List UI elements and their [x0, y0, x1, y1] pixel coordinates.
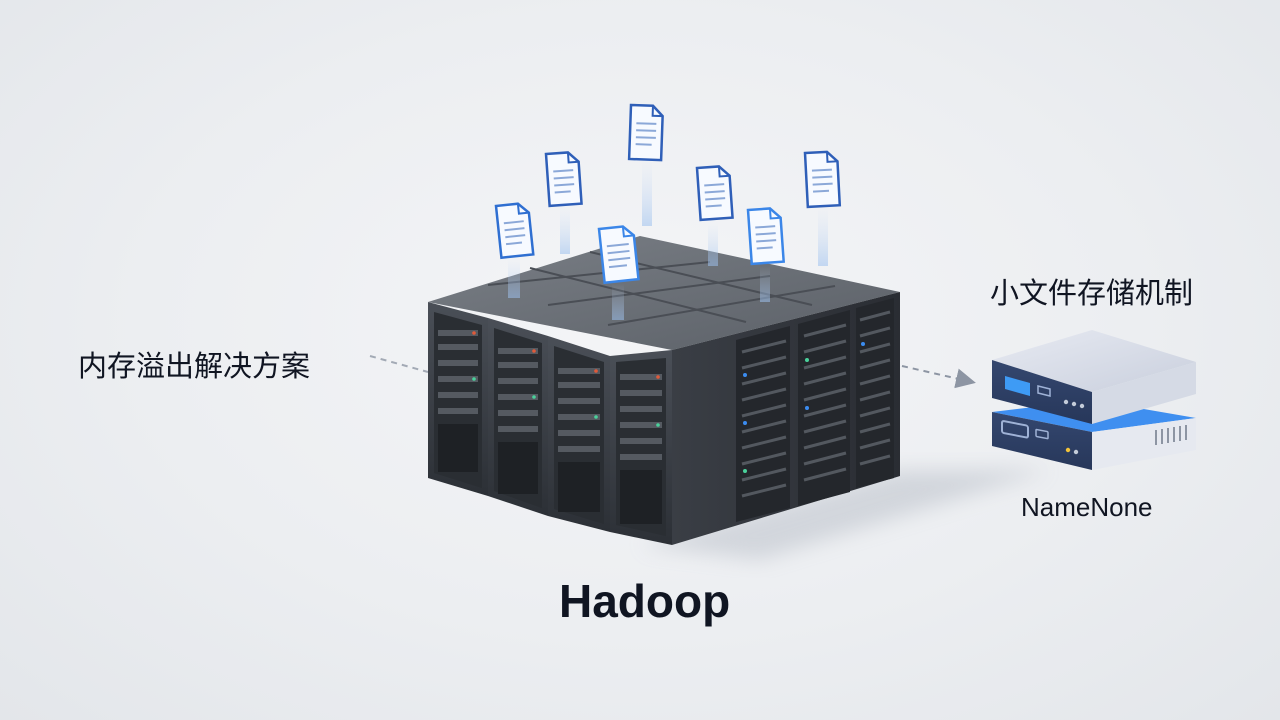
server-rack-icon: [428, 302, 488, 496]
document-icon: [597, 225, 640, 285]
cluster-top: [428, 236, 900, 350]
small-file-storage-label: 小文件存储机制: [990, 276, 1194, 310]
cluster-shadow: [640, 470, 1050, 560]
arrow-right-icon: [901, 365, 976, 389]
document-icon: [695, 165, 734, 222]
server-rack-icon: [610, 350, 672, 545]
side-panel-3: [856, 298, 894, 488]
document-icon: [803, 150, 842, 209]
document-icon: [544, 151, 583, 208]
side-panel-2: [798, 310, 850, 506]
document-icon: [494, 202, 535, 260]
document-icon: [627, 103, 664, 162]
upload-beams: [508, 160, 828, 320]
document-icon: [746, 207, 786, 266]
connector-left: [369, 355, 429, 373]
side-panel-1: [736, 326, 790, 522]
cluster-name-label: Hadoop: [559, 575, 731, 627]
server-rack-icon: [548, 336, 610, 532]
node-name-label: NameNone: [1021, 492, 1153, 522]
storage-node-icon: [992, 330, 1196, 470]
memory-overflow-solution-label: 内存溢出解决方案: [78, 349, 311, 383]
server-rack-cluster: [428, 236, 900, 545]
server-rack-icon: [488, 318, 548, 516]
